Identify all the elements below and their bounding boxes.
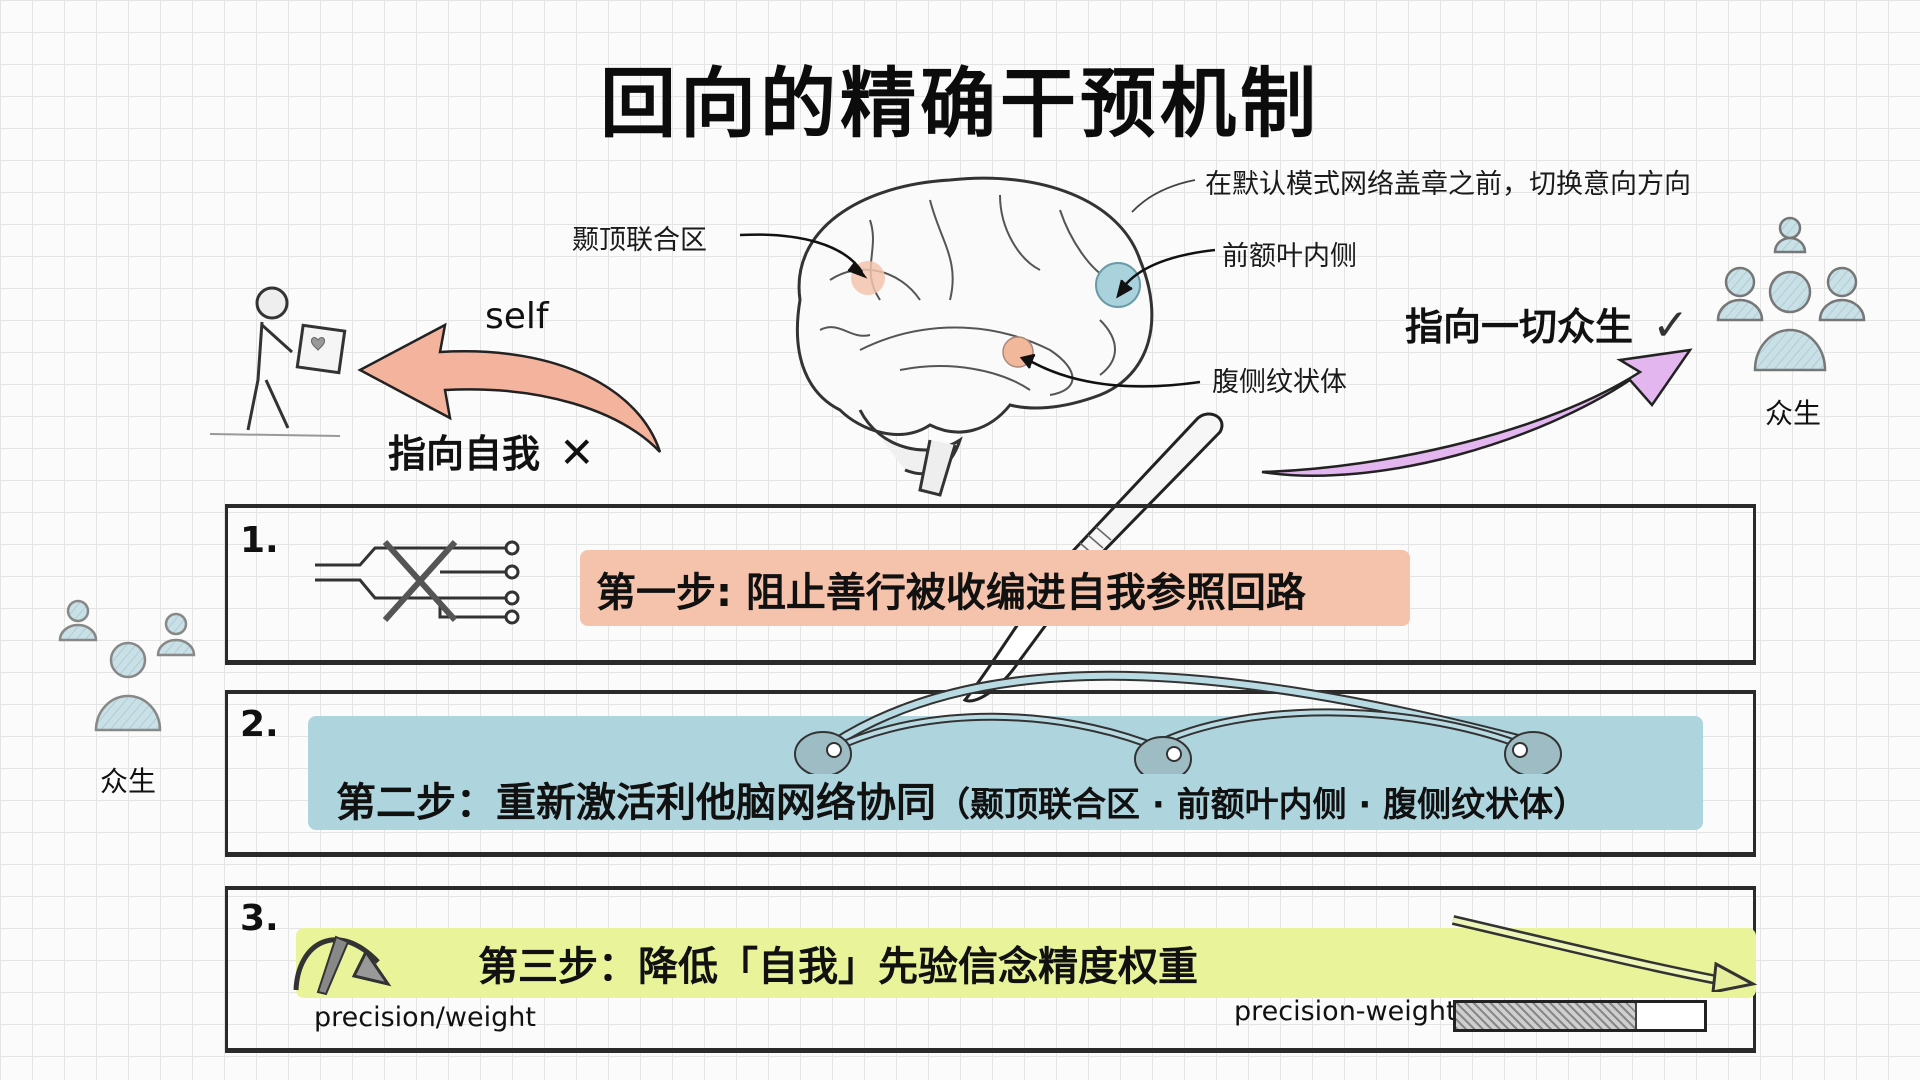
label-tpj: 颞顶联合区: [572, 225, 707, 256]
people-group-icon: [1716, 216, 1866, 372]
group-label-left: 众生: [100, 765, 157, 798]
side-people-group-icon: [58, 599, 196, 732]
step-2-band: [308, 716, 1703, 830]
step-2-regions: （颞顶联合区 · 前额叶内侧 · 腹侧纹状体）: [936, 785, 1588, 825]
page-title: 回向的精确干预机制: [600, 59, 1320, 148]
self-direction-text: 指向自我: [388, 432, 541, 476]
precision-weight-bar: [1453, 1000, 1707, 1032]
step-3-text: 第三步：降低「自我」先验信念精度权重: [478, 944, 1198, 990]
gauge-label: precision/weight: [314, 1002, 536, 1033]
label-mpfc: 前额叶内侧: [1222, 241, 1357, 272]
group-label-right: 众生: [1765, 397, 1822, 430]
person-giving-icon: [209, 286, 347, 437]
tpj-marker: [851, 261, 885, 295]
precision-bar-label: precision-weight: [1234, 996, 1457, 1027]
trend-down-arrow-icon: [1451, 915, 1758, 992]
brain-icon: [795, 176, 1154, 497]
mpfc-marker: [1095, 262, 1141, 308]
brain-network-icon: [794, 670, 1562, 774]
step-1-number: 1.: [240, 520, 279, 561]
cross-icon: ✕: [559, 428, 595, 477]
step-2-number: 2.: [240, 704, 279, 745]
step-1-text: 第一步: 阻止善行被收编进自我参照回路: [596, 570, 1306, 616]
self-label: self: [485, 296, 549, 337]
all-beings-direction-text: 指向一切众生: [1405, 305, 1634, 349]
step-2-text: 第二步：重新激活利他脑网络协同（颞顶联合区 · 前额叶内侧 · 腹侧纹状体）: [336, 770, 1587, 828]
step-1-box: 1. 第一步: 阻止善行被收编进自我参照回路: [225, 504, 1756, 665]
check-icon: ✓: [1652, 300, 1690, 351]
step-3-number: 3.: [240, 898, 279, 939]
step-2-box: 2. 第二步：重新激活利他脑网络协同（颞顶联合区 · 前额叶内侧 · 腹侧纹状体…: [225, 670, 1756, 857]
vs-marker: [1002, 336, 1034, 368]
annotation-dmn-switch: 在默认模式网络盖章之前，切换意向方向: [1205, 169, 1691, 200]
self-direction-label: 指向自我 ✕: [388, 423, 594, 478]
all-beings-direction-label: 指向一切众生 ✓: [1405, 296, 1689, 351]
precision-weight-bar-fill: [1456, 1003, 1637, 1029]
step-3-band: [296, 928, 1756, 998]
step-3-box: 3. 第三步：降低「自我」先验信念精度权重 precision/weight p…: [225, 886, 1758, 1053]
gauge-down-icon: [293, 935, 392, 996]
step-1-band: [580, 550, 1410, 626]
label-arrows: [739, 179, 1216, 388]
step-2-title: 第二步：重新激活利他脑网络协同: [336, 780, 936, 826]
label-ventral-striatum: 腹侧纹状体: [1212, 367, 1347, 398]
